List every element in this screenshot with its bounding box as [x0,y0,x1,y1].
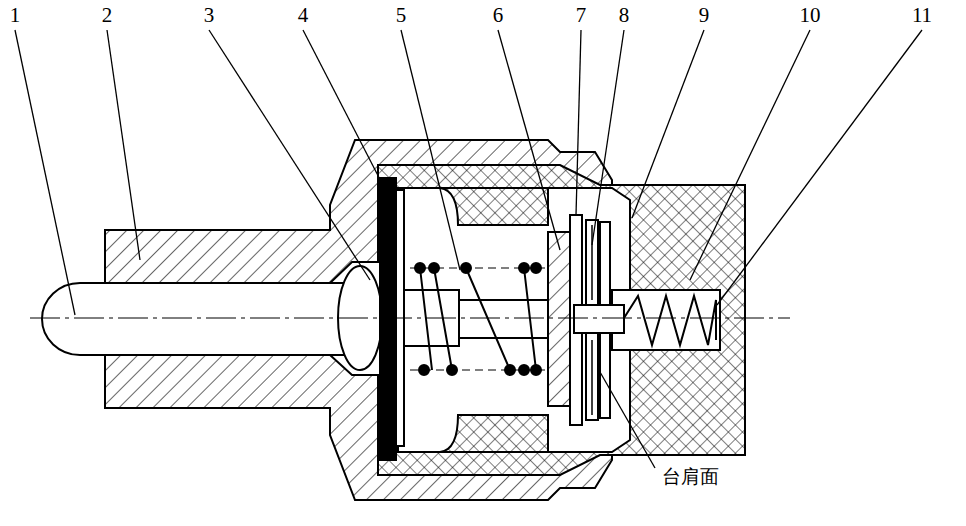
insulator-block [548,232,570,406]
callout-number: 8 [619,4,630,27]
spring [410,263,545,375]
callout-number: 7 [576,4,587,27]
callout-number: 10 [800,4,821,27]
centre-line [30,318,790,319]
housing-step [440,188,548,225]
callout-number: 3 [204,4,215,27]
plunger [42,283,345,355]
callout-number: 11 [912,4,932,27]
plastic-housing [378,165,745,475]
return-spring [624,296,716,345]
callout-number: 2 [102,4,113,27]
callout-number: 4 [298,4,309,27]
callout-number: 6 [493,4,504,27]
housing-step [440,415,548,452]
leader-lines [15,30,922,468]
spring-cavity [612,290,720,350]
callout-number: 9 [699,4,710,27]
callout-number: 1 [10,4,21,27]
callout-number: 5 [396,4,407,27]
diaphragm [380,178,396,460]
rod-tip [574,305,624,333]
part-label: 台肩面 [662,466,719,487]
